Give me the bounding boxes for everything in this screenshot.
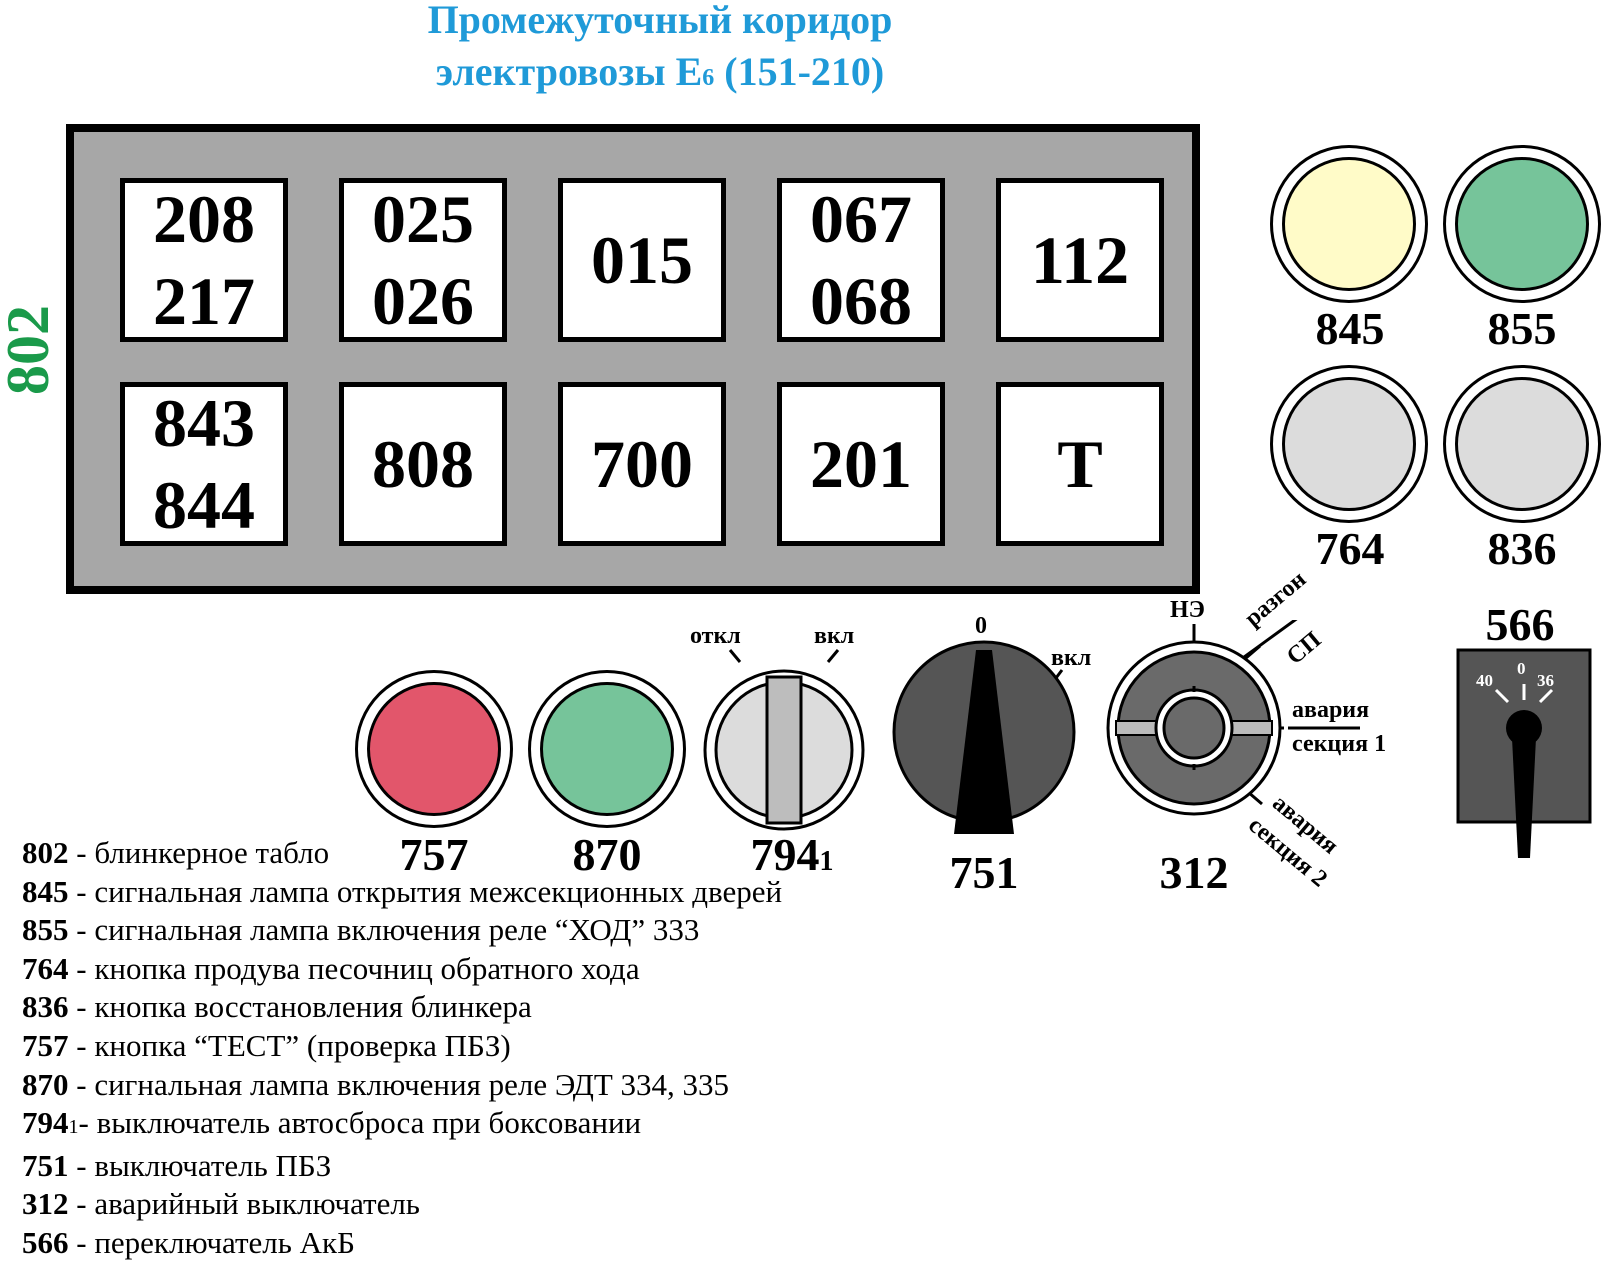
blinker-cell: 112 [996, 178, 1164, 342]
switch-794-1-label-off: откл [690, 623, 741, 649]
legend-item: 764 - кнопка продува песочниц обратного … [22, 950, 640, 986]
blinker-cell: 808 [339, 382, 507, 546]
panel-label-802: 802 [0, 305, 61, 395]
switch-566-lever[interactable] [1512, 738, 1536, 858]
switch-751-pointer[interactable] [954, 650, 1014, 834]
switch-312[interactable] [1100, 620, 1360, 860]
lamp-870-lens [540, 682, 674, 816]
button-757-label: 757 [399, 829, 469, 880]
switch-751[interactable] [890, 640, 1090, 840]
blinker-cell: 700 [558, 382, 726, 546]
blinker-cell: 015 [558, 178, 726, 342]
lamp-845[interactable] [1270, 145, 1428, 303]
switch-794-1-handle[interactable] [765, 675, 803, 825]
legend-item: 870 - сигнальная лампа включения реле ЭД… [22, 1066, 730, 1102]
lamp-855-lens [1455, 157, 1589, 291]
switch-566-knob[interactable] [1506, 710, 1542, 746]
button-764[interactable] [1270, 365, 1428, 523]
title-line-1: Промежуточный коридор [427, 0, 893, 42]
legend-item: 312 - аварийный выключатель [22, 1186, 420, 1222]
button-836-label: 836 [1487, 523, 1557, 574]
switch-751-label-on: вкл [1051, 645, 1092, 671]
button-836[interactable] [1443, 365, 1601, 523]
switch-751-id: 751 [949, 847, 1019, 898]
diagram-title: Промежуточный коридор электровозы Е6 (15… [300, 0, 1020, 104]
switch-566[interactable] [1456, 648, 1592, 862]
lamp-845-lens [1282, 157, 1416, 291]
switch-566-label-0: 0 [1517, 659, 1526, 678]
switch-794-1[interactable] [690, 630, 880, 890]
legend-item: 836 - кнопка восстановления блинкера [22, 989, 532, 1025]
switch-312-hub[interactable] [1162, 696, 1226, 760]
switch-566-id: 566 [1485, 599, 1555, 650]
switch-751-label-zero: 0 [975, 613, 987, 639]
lamp-855-label: 855 [1487, 303, 1557, 354]
switch-312-label-ne: НЭ [1170, 597, 1205, 623]
lamp-845-label: 845 [1315, 303, 1385, 354]
lamp-870-label: 870 [572, 829, 642, 880]
tick-on [826, 649, 840, 663]
button-764-label: 764 [1315, 523, 1385, 574]
tick-36 [1538, 688, 1554, 704]
switch-566-label-40: 40 [1476, 671, 1493, 690]
button-757[interactable] [355, 670, 513, 828]
switch-312-label-avaria-1a: авария [1292, 697, 1370, 723]
switch-794-1-label-on: вкл [814, 623, 855, 649]
button-836-cap [1455, 377, 1589, 511]
button-757-cap [367, 682, 501, 816]
tick-off [728, 649, 742, 663]
switch-312-id: 312 [1159, 847, 1229, 898]
blinker-cell: Т [996, 382, 1164, 546]
legend-item: 566 - переключатель АкБ [22, 1224, 355, 1260]
legend-item: 751 - выключатель ПБЗ [22, 1147, 332, 1183]
legend-item: 855 - сигнальная лампа включения реле “Х… [22, 912, 700, 948]
switch-312-label-avaria-1b: секция 1 [1292, 731, 1387, 757]
tick-40 [1494, 688, 1510, 704]
button-764-cap [1282, 377, 1416, 511]
lamp-855[interactable] [1443, 145, 1601, 303]
lamp-870[interactable] [528, 670, 686, 828]
switch-794-1-id: 7941 [750, 829, 834, 880]
switch-566-label-36: 36 [1537, 671, 1554, 690]
legend-item: 7941- выключатель автосброса при боксова… [22, 1105, 642, 1141]
title-line-2: электровозы Е6 (151-210) [435, 49, 885, 94]
legend-item: 845 - сигнальная лампа открытия межсекци… [22, 873, 783, 909]
legend-item: 757 - кнопка “ТЕСТ” (проверка ПБЗ) [22, 1027, 511, 1063]
blinker-cell: 201 [777, 382, 945, 546]
legend: 802 - блинкерное табло 845 - сигнальная … [22, 834, 782, 1263]
legend-item: 802 - блинкерное табло [22, 835, 330, 870]
